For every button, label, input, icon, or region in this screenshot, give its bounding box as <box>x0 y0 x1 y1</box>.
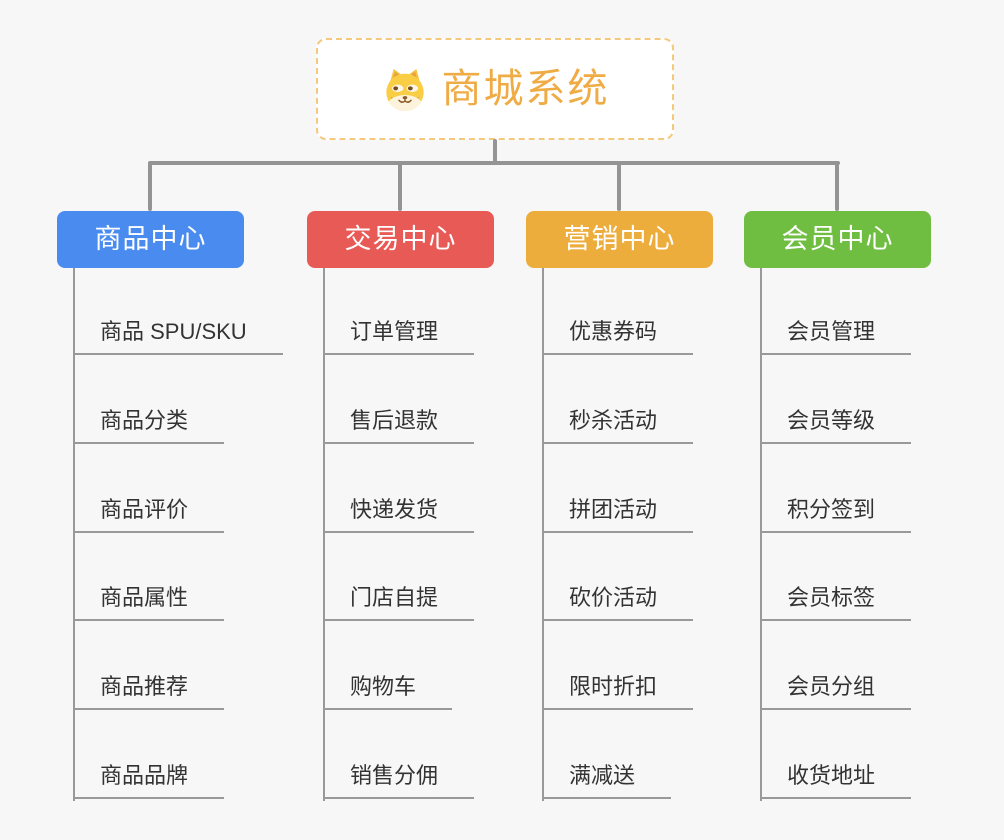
sub-item[interactable]: 积分签到 <box>760 495 912 533</box>
sub-item[interactable]: 商品 SPU/SKU <box>73 317 283 355</box>
sub-item[interactable]: 拼团活动 <box>542 495 694 533</box>
connector-branch-stub <box>617 163 621 211</box>
root-node[interactable]: 商城系统 <box>316 38 674 140</box>
sub-item[interactable]: 会员管理 <box>760 317 912 355</box>
sub-item[interactable]: 商品分类 <box>73 406 225 444</box>
sub-item[interactable]: 商品推荐 <box>73 672 225 711</box>
sub-item[interactable]: 销售分佣 <box>323 761 475 799</box>
connector-branch-stub <box>398 163 402 211</box>
connector-horizontal-bar <box>148 161 840 165</box>
sub-item[interactable]: 快递发货 <box>323 495 475 533</box>
sub-item[interactable]: 会员等级 <box>760 406 912 444</box>
connector-branch-stub <box>148 163 152 211</box>
sub-item[interactable]: 优惠券码 <box>542 317 694 355</box>
sub-item[interactable]: 秒杀活动 <box>542 406 694 444</box>
sub-item[interactable]: 会员分组 <box>760 672 912 711</box>
sub-item[interactable]: 商品评价 <box>73 495 225 533</box>
sub-item[interactable]: 会员标签 <box>760 583 912 622</box>
branch-node-marketing-center[interactable]: 营销中心 <box>526 211 713 268</box>
branch-trunk-line <box>323 268 325 801</box>
sub-item[interactable]: 商品属性 <box>73 583 225 622</box>
connector-root-stub <box>493 139 497 165</box>
branch-node-trade-center[interactable]: 交易中心 <box>307 211 494 268</box>
branch-node-product-center[interactable]: 商品中心 <box>57 211 244 268</box>
sub-item[interactable]: 限时折扣 <box>542 672 694 711</box>
connector-branch-stub <box>835 163 839 211</box>
branch-node-member-center[interactable]: 会员中心 <box>744 211 931 268</box>
branch-trunk-line <box>542 268 544 801</box>
branch-trunk-line <box>73 268 75 801</box>
root-title: 商城系统 <box>441 67 610 111</box>
sub-item[interactable]: 商品品牌 <box>73 761 225 799</box>
branch-trunk-line <box>760 268 762 801</box>
sub-item[interactable]: 砍价活动 <box>542 583 694 622</box>
sub-item[interactable]: 订单管理 <box>323 317 475 355</box>
sub-item[interactable]: 门店自提 <box>323 583 475 622</box>
doge-dog-icon <box>381 65 429 113</box>
sub-item[interactable]: 购物车 <box>323 672 453 711</box>
sub-item[interactable]: 满减送 <box>542 761 672 799</box>
sub-item[interactable]: 收货地址 <box>760 761 912 799</box>
sub-item[interactable]: 售后退款 <box>323 406 475 444</box>
